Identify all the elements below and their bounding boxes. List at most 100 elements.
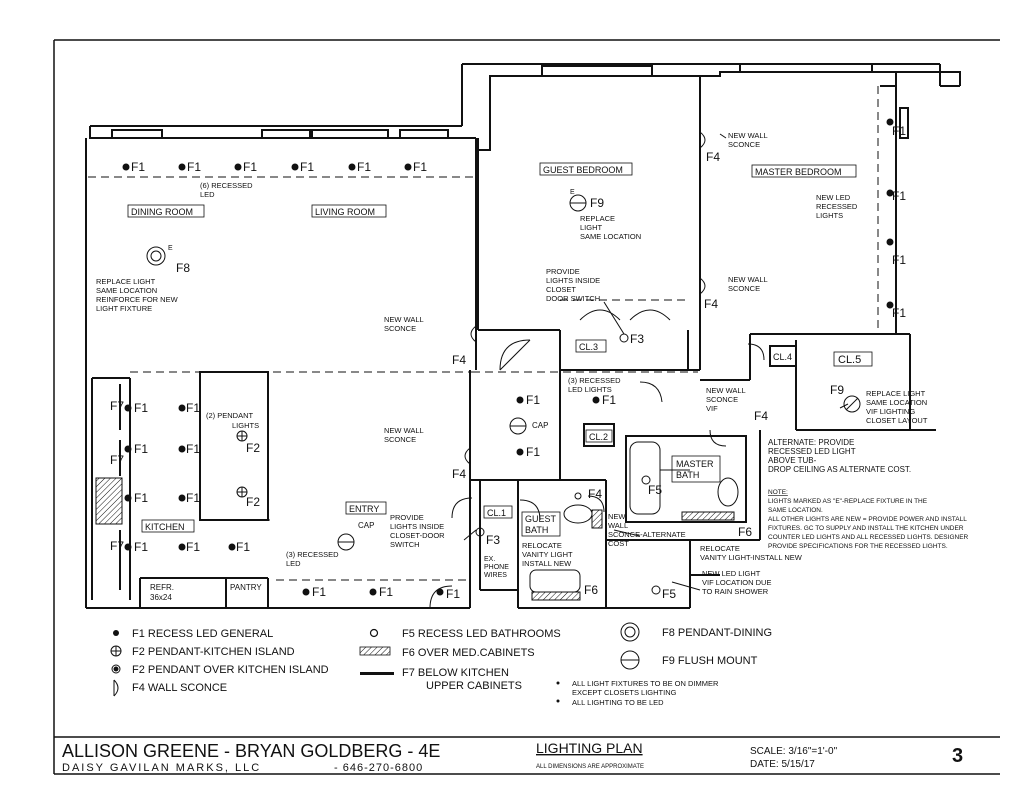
room-cl4: CL.4	[773, 352, 792, 362]
note-alternate: DROP CEILING AS ALTERNATE COST.	[768, 465, 911, 474]
note-new-wall-sconce: NEW WALL	[384, 315, 424, 324]
legend-f4: F4 WALL SCONCE	[132, 682, 227, 694]
f1-light	[886, 238, 894, 246]
f6-med-cabinet	[681, 511, 735, 521]
f5-bath-light	[574, 492, 582, 500]
tag-f4: F4	[706, 150, 720, 164]
tag-f1: F1	[892, 306, 906, 320]
note-closet-switch: LIGHTS INSIDE	[546, 276, 600, 285]
note-new-wall-sconce: NEW WALL	[384, 426, 424, 435]
legend-note-bullet	[556, 699, 560, 703]
tag-f4: F4	[704, 297, 718, 311]
tag-f1: F1	[243, 160, 257, 174]
tag-f1: F1	[236, 540, 250, 554]
tag-f7: F7	[110, 453, 124, 467]
note-master-led: LIGHTS	[816, 211, 843, 220]
note-recessed-entry: (3) RECESSED	[286, 550, 339, 559]
f1-light	[886, 189, 894, 197]
tag-f1: F1	[526, 393, 540, 407]
tag-f1: F1	[312, 585, 326, 599]
note-relocate-vanity-master: VANITY LIGHT-INSTALL NEW	[700, 553, 803, 562]
f1-light	[436, 588, 444, 596]
room-cl1: CL.1	[487, 508, 506, 518]
f3-closet-light	[619, 333, 629, 343]
note-relocate-vanity: RELOCATE	[522, 541, 562, 550]
legend-f9-symbol	[620, 650, 640, 670]
firm-phone: - 646-270-6800	[334, 762, 423, 774]
note-recessed-3: (3) RECESSED	[568, 376, 621, 385]
f1-light	[178, 163, 186, 171]
legend-f8: F8 PENDANT-DINING	[662, 627, 772, 639]
note-rain-shower: NEW LED LIGHT	[702, 569, 761, 578]
sheet-subtitle: ALL DIMENSIONS ARE APPROXIMATE	[536, 764, 644, 770]
note-new-wall-sconce: SCONCE	[728, 140, 760, 149]
note-wall-sconce-vif: NEW WALL	[706, 386, 746, 395]
legend-f2-pendant-symbol	[111, 664, 121, 674]
tag-f1: F1	[379, 585, 393, 599]
note-replace-light: REPLACE LIGHT	[96, 277, 156, 286]
legend-f1: F1 RECESS LED GENERAL	[132, 628, 273, 640]
note-entry-closet: CLOSET-DOOR	[390, 531, 445, 540]
note-guest-replace: REPLACE	[580, 214, 615, 223]
tag-f1: F1	[134, 540, 148, 554]
sheet-number: 3	[952, 745, 963, 767]
f6-med-cabinet	[95, 477, 123, 525]
f1-light	[516, 448, 524, 456]
note-master-led: NEW LED	[816, 193, 851, 202]
legend-note-dimmer: ALL LIGHT FIXTURES TO BE ON DIMMER	[572, 679, 719, 688]
f1-light	[234, 163, 242, 171]
tag-e: E	[168, 245, 173, 252]
legend-f8-symbol	[620, 622, 640, 642]
tag-cap: CAP	[358, 521, 374, 530]
tag-e: E	[570, 189, 575, 196]
note-new-wall-sconce: NEW WALL	[728, 131, 768, 140]
note-entry-closet: LIGHTS INSIDE	[390, 522, 444, 531]
tag-f7: F7	[110, 539, 124, 553]
f1-light	[178, 494, 186, 502]
general-note-line: ALL OTHER LIGHTS ARE NEW = PROVIDE POWER…	[768, 516, 967, 523]
client-name: ALLISON GREENE - BRYAN GOLDBERG - 4E	[62, 741, 440, 761]
f1-light	[178, 404, 186, 412]
note-recessed-6: (6) RECESSED	[200, 181, 253, 190]
room-guest-bedroom: GUEST BEDROOM	[543, 165, 623, 175]
legend-note-dimmer: EXCEPT CLOSETS LIGHTING	[572, 688, 677, 697]
sink	[529, 569, 581, 593]
note-cl5-replace: SAME LOCATION	[866, 398, 927, 407]
tag-f9: F9	[830, 383, 844, 397]
firm-name: DAISY GAVILAN MARKS, LLC	[62, 762, 261, 774]
f5-bath-light	[641, 475, 651, 485]
f1-light	[178, 445, 186, 453]
ceiling-lines	[88, 86, 879, 581]
note-guest-replace: SAME LOCATION	[580, 232, 641, 241]
tag-f1: F1	[892, 253, 906, 267]
room-dining-room: DINING ROOM	[131, 207, 193, 217]
f1-light	[404, 163, 412, 171]
legend-f5: F5 RECESS LED BATHROOMS	[402, 628, 561, 640]
note-sconce-alternate: SCONCE-ALTERNATE	[608, 530, 686, 539]
tag-f1: F1	[187, 160, 201, 174]
note-recessed-3: LED LIGHTS	[568, 385, 612, 394]
note-guest-replace: LIGHT	[580, 223, 603, 232]
tag-f4: F4	[452, 467, 466, 481]
note-sconce-alternate: NEW	[608, 512, 626, 521]
legend-f7: UPPER CABINETS	[426, 680, 522, 692]
f3-closet-light	[475, 527, 485, 537]
tag-f3: F3	[630, 332, 644, 346]
room-cl5: CL.5	[838, 354, 861, 366]
general-note-line: LIGHTS MARKED AS "E"-REPLACE FIXTURE IN …	[768, 498, 928, 505]
general-note-line: SAME LOCATION.	[768, 507, 823, 514]
note-phone-wires: EX.	[484, 556, 495, 563]
note-master-led: RECESSED	[816, 202, 858, 211]
tag-f1: F1	[134, 491, 148, 505]
f1-light	[886, 118, 894, 126]
leader-lines	[463, 133, 849, 591]
f4-wall-sconce	[464, 131, 706, 465]
note-pendant-2: LIGHTS	[232, 421, 259, 430]
toilet	[563, 504, 593, 524]
tag-f4: F4	[588, 487, 602, 501]
tag-cap: CAP	[532, 421, 548, 430]
tag-f7: F7	[110, 399, 124, 413]
note-cl5-replace: VIF LIGHTING	[866, 407, 915, 416]
general-note-line: COUNTER LED LIGHTS AND ALL RECESSED LIGH…	[768, 534, 969, 541]
